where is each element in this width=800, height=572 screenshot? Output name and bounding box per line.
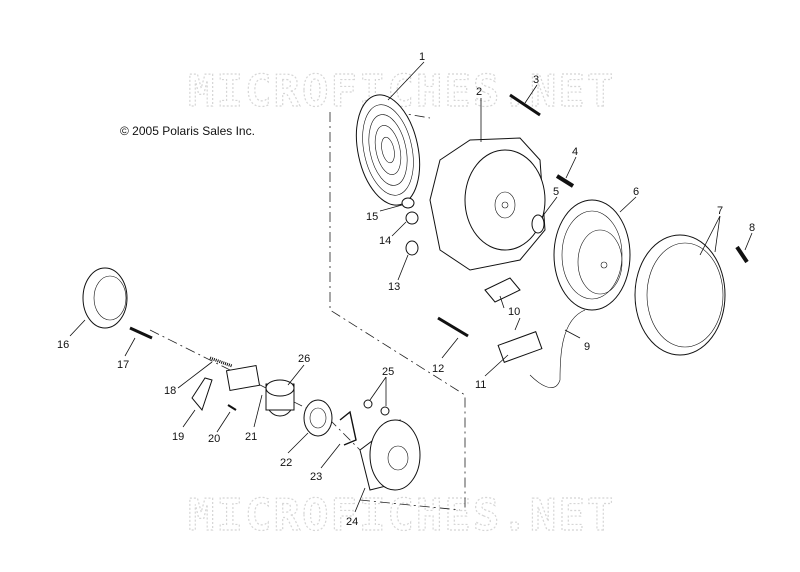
callout-24: 24 xyxy=(346,516,358,528)
bolt-17 xyxy=(129,326,153,340)
callout-19: 19 xyxy=(172,431,184,443)
recoil-spring xyxy=(355,94,421,206)
watermark-bottom: MICROFICHES.NET xyxy=(188,490,615,541)
nut-14 xyxy=(405,211,419,225)
callout-21: 21 xyxy=(245,431,257,443)
callout-11: 11 xyxy=(475,379,486,391)
callout-numbers: 1 2 3 4 5 6 7 8 9 10 11 12 13 14 15 16 1… xyxy=(57,51,755,528)
callout-10: 10 xyxy=(508,306,520,318)
seal-22 xyxy=(303,399,333,437)
screws-25 xyxy=(363,399,390,416)
bolt-8 xyxy=(735,245,749,264)
washer-5 xyxy=(531,214,545,234)
callout-15: 15 xyxy=(366,211,378,223)
spring-18 xyxy=(209,356,233,368)
starter-handle xyxy=(497,317,543,363)
callout-5: 5 xyxy=(553,186,559,198)
callout-16: 16 xyxy=(57,339,69,351)
callout-3: 3 xyxy=(533,74,539,86)
starter-cover xyxy=(634,234,726,356)
callout-1: 1 xyxy=(419,51,425,63)
copyright-notice: © 2005 Polaris Sales Inc. xyxy=(120,124,255,138)
starter-cup xyxy=(82,267,128,329)
handle-insert xyxy=(484,277,521,303)
pin-20 xyxy=(227,404,237,411)
bolt-12 xyxy=(437,316,469,338)
bracket-21 xyxy=(225,364,261,392)
starter-pulley xyxy=(553,199,631,311)
bolt-3 xyxy=(509,93,541,117)
callout-9: 9 xyxy=(584,341,590,353)
callout-26: 26 xyxy=(298,353,310,365)
drum-26 xyxy=(265,379,295,417)
callout-12: 12 xyxy=(432,363,444,375)
callout-20: 20 xyxy=(208,433,220,445)
callout-17: 17 xyxy=(117,359,129,371)
callout-6: 6 xyxy=(633,186,639,198)
callout-8: 8 xyxy=(749,222,755,234)
callout-18: 18 xyxy=(164,385,176,397)
callout-4: 4 xyxy=(572,146,578,158)
callout-13: 13 xyxy=(388,281,400,293)
callout-25: 25 xyxy=(382,366,394,378)
washer-15 xyxy=(401,197,415,209)
starter-rope xyxy=(529,309,586,388)
callout-7: 7 xyxy=(717,205,723,217)
leader-lines xyxy=(69,61,753,513)
bolt-4 xyxy=(555,174,575,188)
callout-2: 2 xyxy=(476,86,482,98)
callout-22: 22 xyxy=(280,457,292,469)
bushing-13 xyxy=(405,240,419,256)
starter-housing xyxy=(429,137,546,271)
callout-23: 23 xyxy=(310,471,322,483)
pawl-19 xyxy=(191,377,213,412)
plate-24 xyxy=(359,419,421,491)
callout-14: 14 xyxy=(379,235,391,247)
spring-wire-23 xyxy=(339,410,357,446)
